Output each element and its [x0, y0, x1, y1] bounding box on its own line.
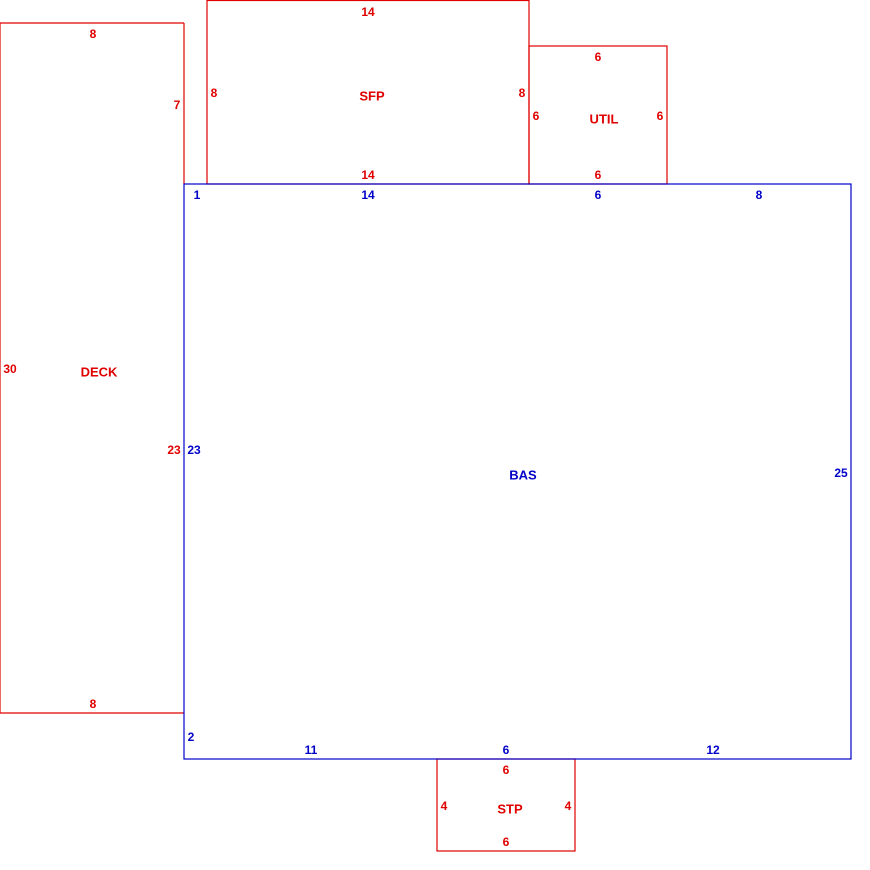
- deck-area-name: DECK: [80, 364, 118, 380]
- util-bottom-dimension: 6: [594, 168, 602, 182]
- sfp-left-dimension: 8: [210, 86, 218, 100]
- stp-top-dimension: 6: [502, 763, 510, 777]
- bas-left-dimension: 23: [187, 443, 201, 457]
- sfp-bottom-dimension: 14: [361, 168, 375, 182]
- deck-right-lower-dimension: 23: [167, 443, 181, 457]
- bas-bottom-dimension-1: 11: [304, 743, 318, 757]
- sfp-area-name: SFP: [359, 88, 385, 104]
- bas-outline: [183, 183, 852, 760]
- deck-right-upper-dimension: 7: [173, 98, 181, 112]
- util-right-dimension: 6: [656, 109, 664, 123]
- bas-top-dimension-4: 8: [755, 188, 763, 202]
- bas-top-dimension-3: 6: [594, 188, 602, 202]
- bas-right-dimension: 25: [834, 466, 848, 480]
- stp-area-name: STP: [497, 801, 523, 817]
- deck-left-dimension: 30: [3, 362, 17, 376]
- util-area-name: UTIL: [589, 111, 619, 127]
- bas-area-name: BAS: [509, 467, 537, 483]
- bas-bottom-left-dimension: 2: [187, 730, 195, 744]
- stp-left-dimension: 4: [440, 799, 448, 813]
- deck-outline: [0, 22, 184, 714]
- deck-top-dimension: 8: [89, 27, 97, 41]
- sfp-right-dimension: 8: [518, 86, 526, 100]
- bas-top-dimension-1: 1: [193, 188, 201, 202]
- deck-bottom-dimension: 8: [89, 697, 97, 711]
- bas-bottom-dimension-2: 6: [502, 743, 510, 757]
- util-left-dimension: 6: [532, 109, 540, 123]
- bas-top-dimension-2: 14: [361, 188, 375, 202]
- sfp-top-dimension: 14: [361, 5, 375, 19]
- bas-bottom-dimension-3: 12: [706, 743, 720, 757]
- util-top-dimension: 6: [594, 50, 602, 64]
- stp-right-dimension: 4: [564, 799, 572, 813]
- stp-bottom-dimension: 6: [502, 835, 510, 849]
